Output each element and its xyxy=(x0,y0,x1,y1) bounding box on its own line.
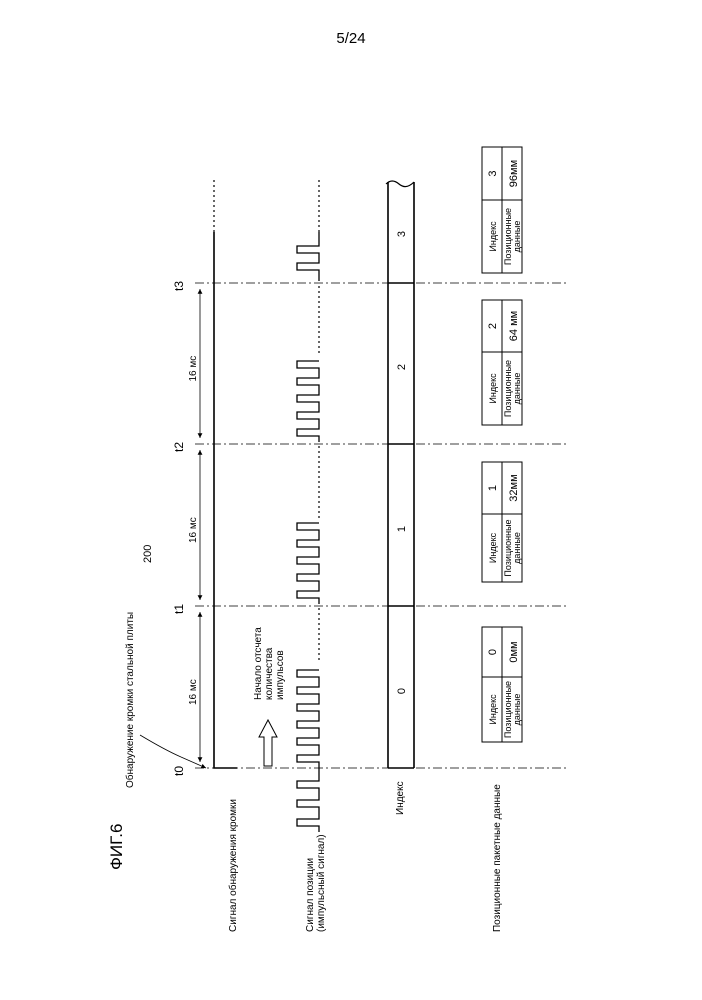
label-packet-data: Позиционные пакетные данные xyxy=(492,784,503,932)
index-bus: 0 1 2 3 xyxy=(386,181,414,768)
packet-pos-value-3: 96мм xyxy=(508,160,520,187)
pulse-segment-2 xyxy=(297,361,319,442)
edge-annotation-leader xyxy=(140,735,181,757)
index-bus-break xyxy=(386,181,414,187)
time-mark-t0: t0 xyxy=(172,766,186,776)
packet-index-value-1: 1 xyxy=(487,485,499,491)
index-bus-lines xyxy=(388,182,414,768)
packet-index-value-2: 2 xyxy=(487,323,499,329)
edge-signal-trace xyxy=(214,232,237,768)
packet-pos-value-1: 32мм xyxy=(508,474,520,501)
packet-index-value-3: 3 xyxy=(487,170,499,176)
position-packet-tables: Индекс0Позиционныеданные0ммИндекс1Позици… xyxy=(482,147,522,742)
packet-index-label-3: Индекс xyxy=(488,221,498,252)
label-position-signal-2: (импульсный сигнал) xyxy=(316,834,327,932)
index-value-0: 0 xyxy=(396,688,408,694)
time-mark-t1: t1 xyxy=(172,604,186,614)
packet-index-value-0: 0 xyxy=(487,649,499,655)
pulse-segment-0 xyxy=(297,670,319,832)
index-value-1: 1 xyxy=(396,526,408,532)
reference-numeral: 200 xyxy=(142,545,154,563)
time-mark-t2: t2 xyxy=(172,442,186,452)
interval-label-2: 16 мс xyxy=(188,517,199,543)
label-position-signal-1: Сигнал позиции xyxy=(305,858,316,932)
interval-label-1: 16 мс xyxy=(188,679,199,705)
pulse-segment-3 xyxy=(297,232,319,281)
packet-pos-value-2: 64 мм xyxy=(508,311,520,341)
edge-detection-annotation: Обнаружение кромки стальной плиты xyxy=(124,612,136,788)
time-mark-t3: t3 xyxy=(172,281,186,291)
count-start-note-3: импульсов xyxy=(275,650,286,700)
packet-pos-label-2-2: данные xyxy=(512,373,522,405)
figure-title: ФИГ.6 xyxy=(107,824,126,870)
pulse-segment-1 xyxy=(297,523,319,604)
label-edge-signal: Сигнал обнаружения кромки xyxy=(227,799,239,932)
packet-pos-label-2-3: данные xyxy=(512,221,522,253)
index-value-3: 3 xyxy=(396,231,408,237)
position-pulse-signal xyxy=(297,178,319,832)
packet-pos-label-2-1: данные xyxy=(512,532,522,564)
count-start-arrow xyxy=(259,720,277,766)
count-start-note-2: количества xyxy=(264,647,275,700)
packet-pos-label-2-0: данные xyxy=(512,694,522,726)
packet-index-label-0: Индекс xyxy=(488,694,498,725)
packet-index-label-1: Индекс xyxy=(488,532,498,563)
label-index: Индекс xyxy=(395,781,406,815)
index-value-2: 2 xyxy=(396,364,408,370)
interval-label-3: 16 мс xyxy=(188,356,199,382)
packet-index-label-2: Индекс xyxy=(488,373,498,404)
count-start-note-1: Начало отсчета xyxy=(253,627,264,700)
packet-pos-value-0: 0мм xyxy=(508,641,520,662)
